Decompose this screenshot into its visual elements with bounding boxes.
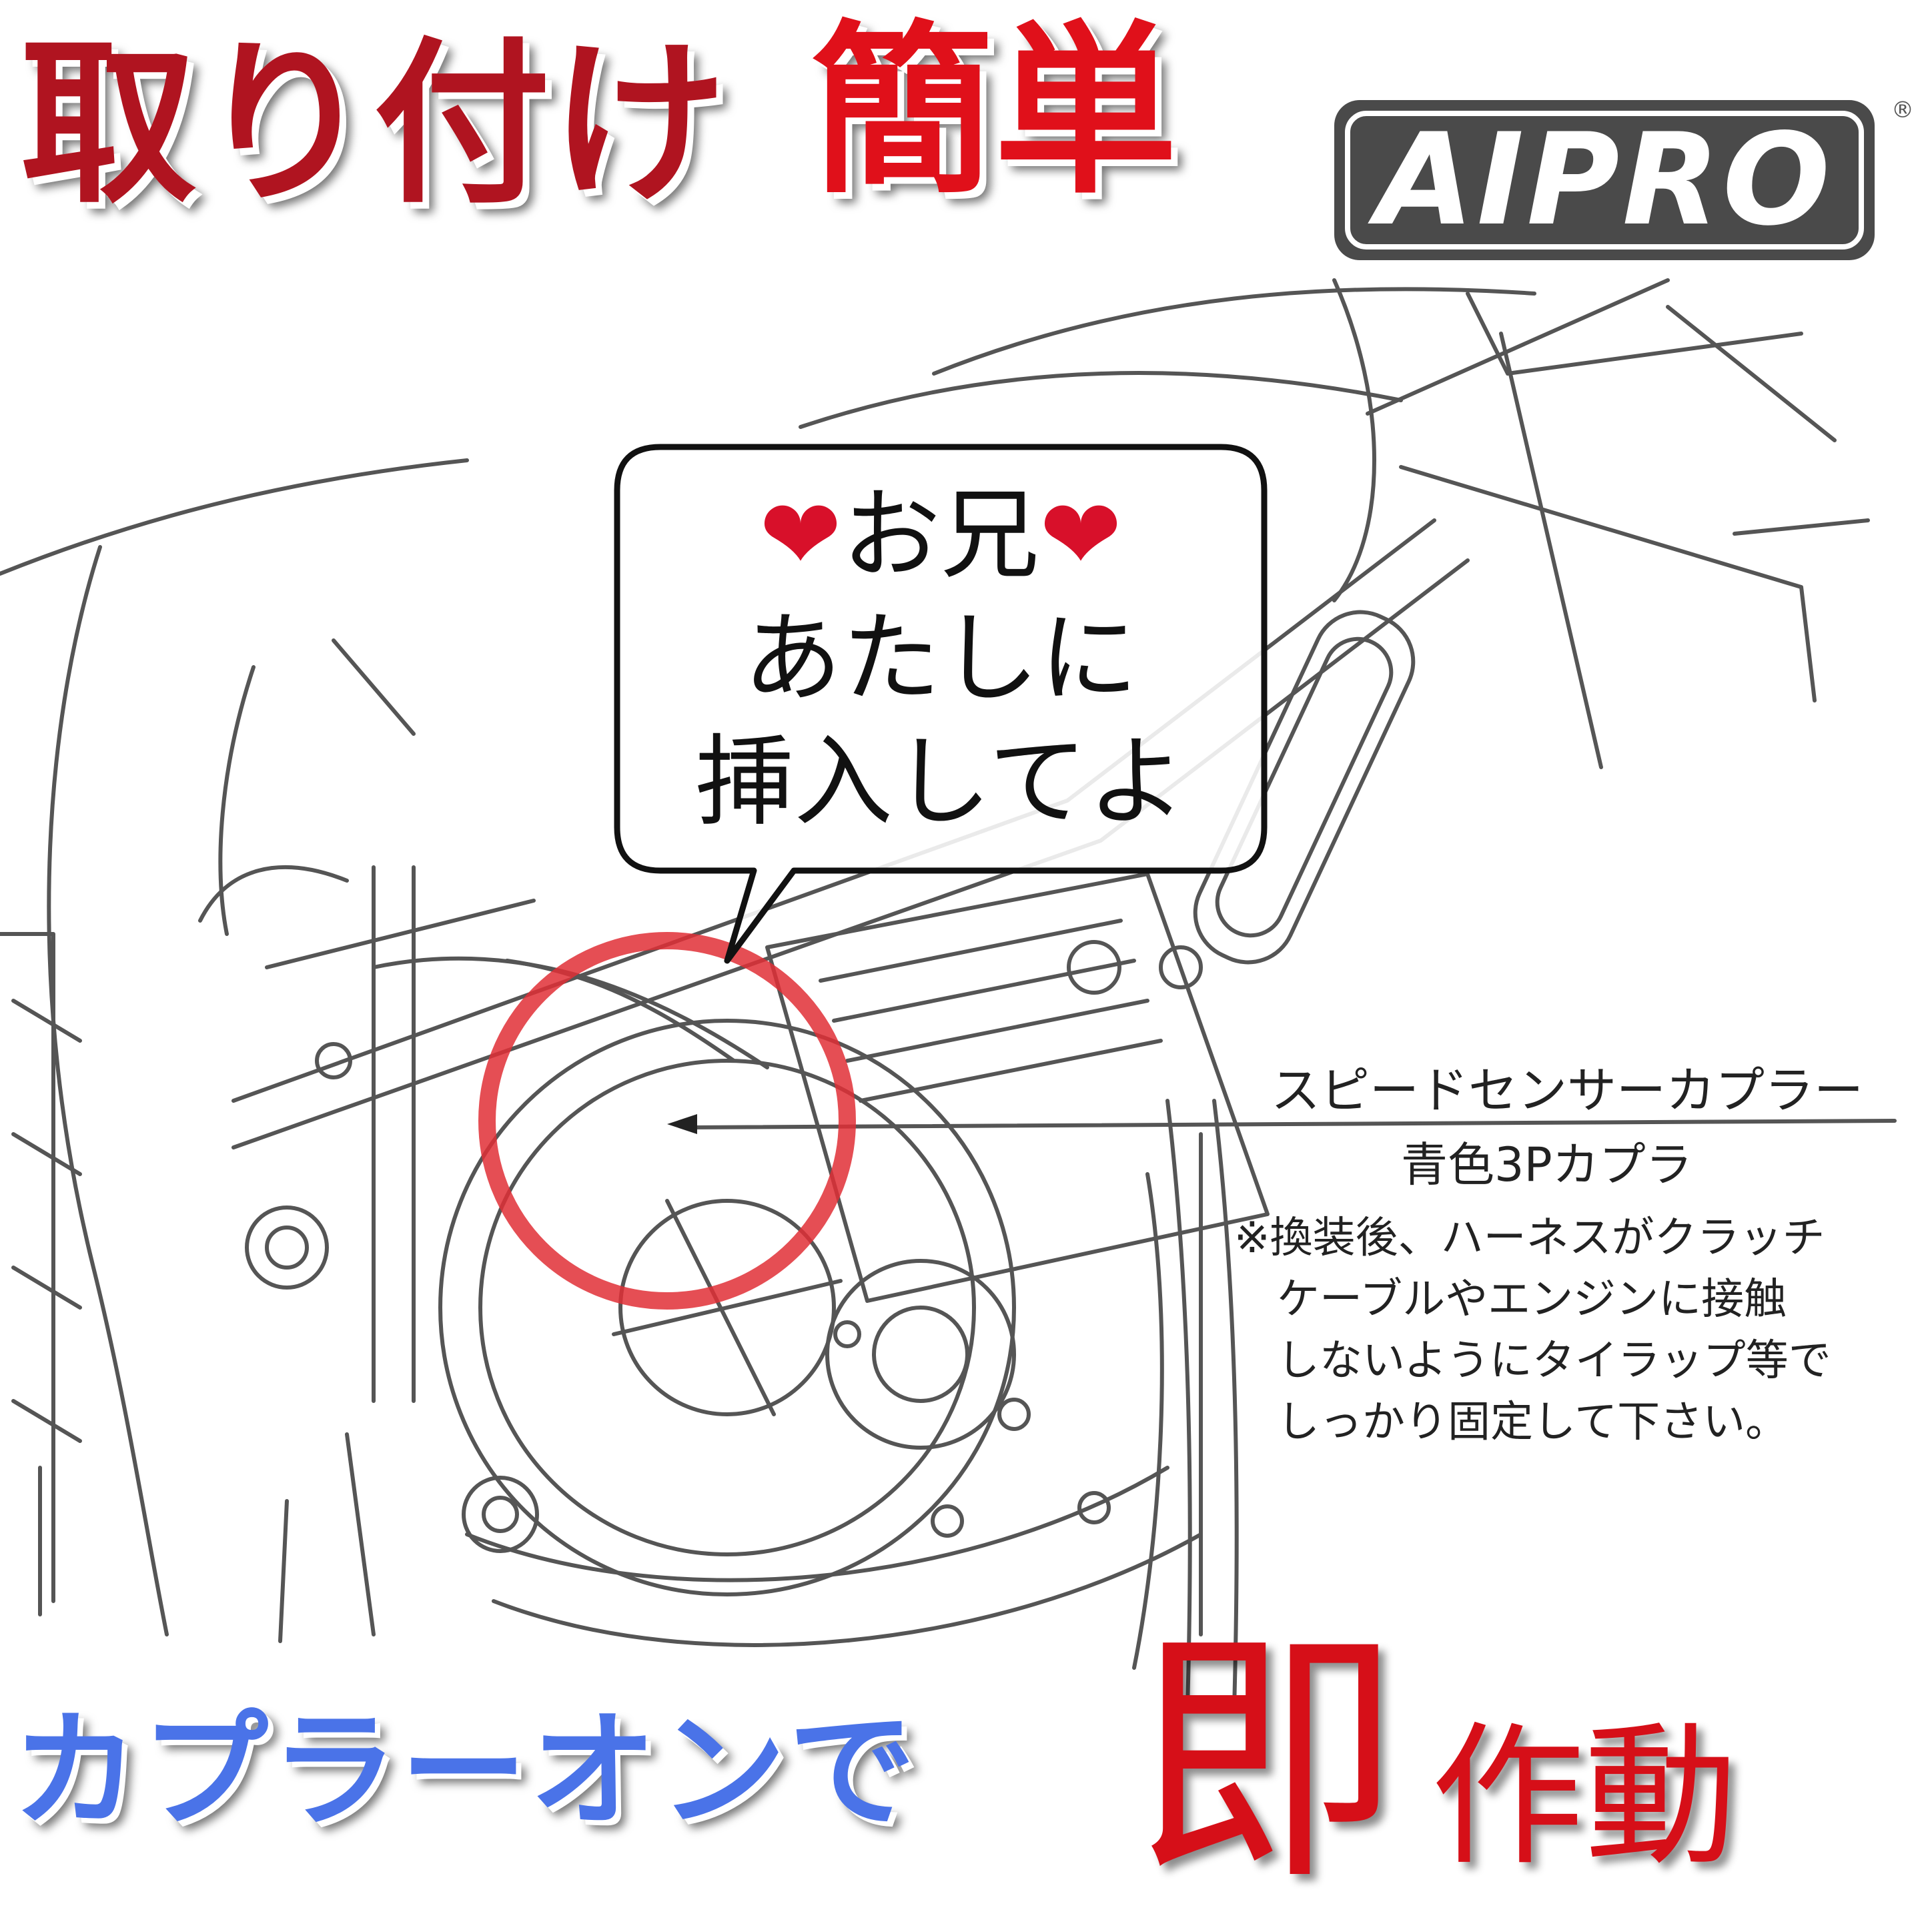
- note-line: ケーブルやエンジンに接触: [1277, 1275, 1787, 1324]
- bottom-tagline-part3: 作動: [1431, 1709, 1739, 1887]
- headline-part1: 取り付け: [20, 22, 727, 227]
- logo-badge-outer: [1334, 100, 1875, 260]
- heart-icon: ❤: [759, 478, 842, 592]
- heart-icon: ❤: [1039, 478, 1123, 592]
- speech-bubble: [614, 444, 1268, 964]
- note-line: ※換装後、ハーネスがクラッチ: [1234, 1214, 1825, 1263]
- headline-part2: 簡単: [811, 5, 1177, 218]
- note-line: しないようにタイラップ等で: [1277, 1336, 1831, 1386]
- registered-mark: ®: [1891, 97, 1914, 123]
- logo-text: AIPRO: [1376, 106, 1833, 254]
- speech-bubble-text: ❤お兄❤ あたしに 挿入してよ: [627, 474, 1254, 844]
- callout-label: スピードセンサーカプラー: [1271, 1062, 1863, 1119]
- bubble-line-2: あたしに: [743, 601, 1138, 716]
- note-line: しっかり固定して下さい。: [1277, 1398, 1789, 1447]
- callout-note: ※換装後、ハーネスがクラッチ ケーブルやエンジンに接触 しないようにタイラップ等…: [1234, 1208, 1831, 1453]
- highlight-circle: [478, 932, 856, 1310]
- aipro-logo: AIPRO: [1334, 100, 1875, 260]
- bottom-tagline-part2: 即: [1134, 1606, 1401, 1916]
- bubble-line-3: 挿入してよ: [695, 724, 1186, 839]
- bubble-line-1: ❤お兄❤: [627, 474, 1254, 597]
- bubble-line1-text: お兄: [842, 478, 1039, 592]
- callout-sublabel: 青色3Pカプラ: [1401, 1137, 1693, 1192]
- bottom-tagline-part1: カプラーオンで: [12, 1697, 919, 1845]
- callout-arrowhead: [667, 1114, 697, 1134]
- logo-badge-inner: [1345, 111, 1864, 250]
